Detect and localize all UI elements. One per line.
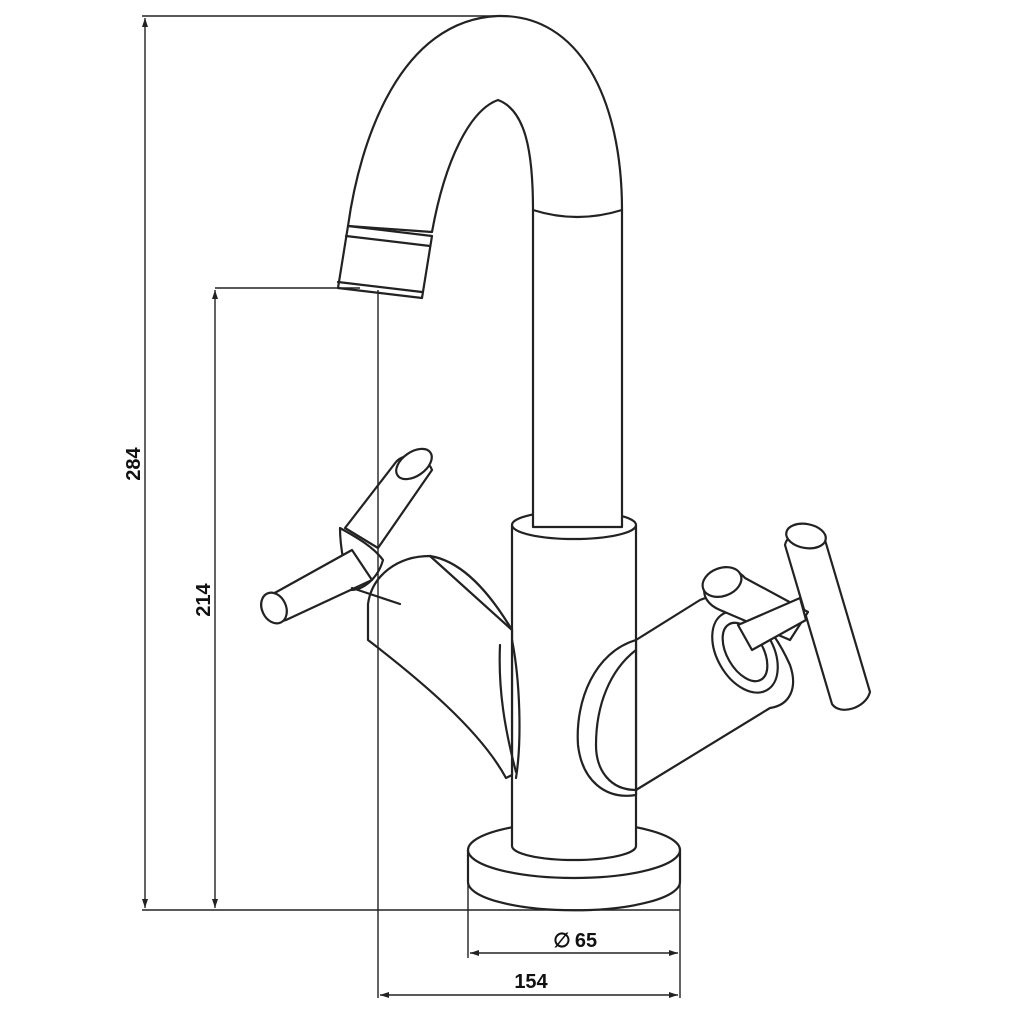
base-diameter-symbol: ∅ <box>553 930 570 952</box>
faucet <box>260 14 872 912</box>
left-valve-body <box>366 554 521 780</box>
spout-height-label: 214 <box>193 582 215 616</box>
dimension-labels: 284 214 ∅ 65 154 <box>123 446 597 993</box>
spout-reach-label: 154 <box>514 971 548 993</box>
dimension-lines <box>142 15 681 998</box>
right-cross-handle <box>701 522 872 711</box>
total-height-label: 284 <box>123 446 145 480</box>
left-cross-handle <box>260 447 434 625</box>
spout <box>336 14 624 529</box>
base-diameter-label: 65 <box>575 930 597 952</box>
